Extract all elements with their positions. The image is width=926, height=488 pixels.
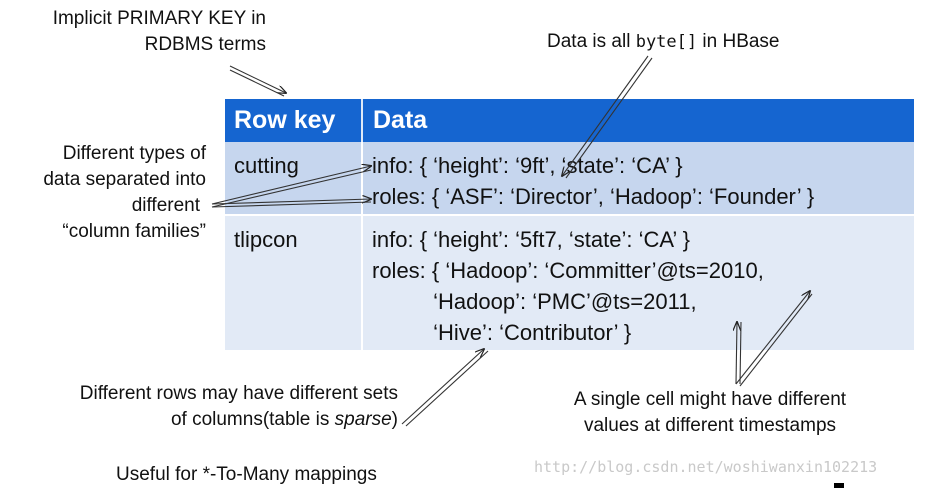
column-families-line2: data separated into [43,169,206,190]
header-data: Data [373,106,428,134]
data-line-tlipcon-roles-3: ‘Hive’: ‘Contributor’ } [372,320,632,345]
timestamps-line1: A single cell might have different [573,389,847,410]
data-line-tlipcon-roles-1: roles: { ‘Hadoop’: ‘Committer’@ts=2010, [372,258,764,283]
header-divider [361,99,363,142]
sparse-line2-italic: sparse [334,409,392,430]
column-families-line3: different [131,195,200,216]
primary-key-arrow [229,65,286,93]
many-mappings-note: Useful for *-To-Many mappings [116,464,377,485]
table-header: Row key Data [225,99,914,142]
row-separator [225,214,914,216]
timestamps-arrow-2 [735,291,810,385]
data-bytes-code: byte[] [635,32,698,52]
data-bytes-suffix: in HBase [697,31,780,52]
data-bytes-prefix: Data is all [547,31,636,52]
table-row-tlipcon [225,214,914,350]
data-bytes-arrow [562,55,649,176]
column-families-note: Different types of data separated into d… [10,141,206,245]
families-arrow-roles [211,199,371,205]
primary-key-note-line2: RDBMS terms [144,34,266,55]
hbase-table: Row key Data cutting info: { ‘height’: ‘… [225,99,914,350]
column-families-line1: Different types of [62,143,206,164]
data-line-cutting-info: info: { ‘height’: ‘9ft’, ‘state’: ‘CA’ } [372,153,683,178]
families-arrow-info [211,166,371,205]
primary-key-note: Implicit PRIMARY KEY in RDBMS terms [20,6,266,58]
corner-mark [834,483,844,488]
sparse-line2: of columns(table is sparse) [40,407,398,433]
data-bytes-note: Data is all byte[] in HBase [547,29,780,55]
sparse-line2-suffix: ) [391,409,398,430]
timestamps-line2: values at different timestamps [583,415,837,436]
column-divider [361,142,363,350]
data-line-tlipcon-info: info: { ‘height’: ‘5ft7, ‘state’: ‘CA’ } [372,227,690,252]
row-key-cutting: cutting [234,153,299,178]
data-line-tlipcon-roles-2: ‘Hadoop’: ‘PMC’@ts=2011, [372,289,697,314]
header-rowkey: Row key [234,106,336,134]
sparse-note: Different rows may have different sets o… [40,381,398,433]
row-key-tlipcon: tlipcon [234,227,298,252]
data-line-cutting-roles: roles: { ‘ASF’: ‘Director’, ‘Hadoop’: ‘F… [372,184,815,209]
primary-key-note-line1: Implicit PRIMARY KEY in [52,8,266,29]
watermark: http://blog.csdn.net/woshiwanxin102213 [534,458,878,476]
timestamps-note: A single cell might have different value… [540,387,880,439]
sparse-arrow [401,349,484,425]
sparse-line1: Different rows may have different sets [79,383,398,404]
column-families-line4: “column families” [62,221,206,242]
sparse-line2-prefix: of columns(table is [170,409,335,430]
timestamps-arrow-1 [736,322,737,385]
